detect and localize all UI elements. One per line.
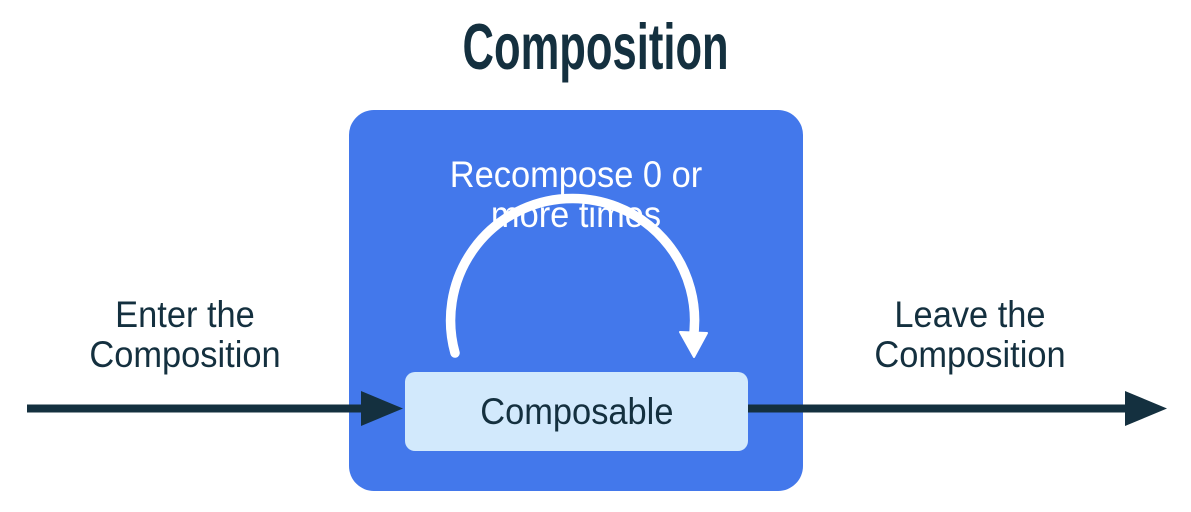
leave-arrow-head-icon (1125, 391, 1167, 426)
diagram-title-wrap: Composition (0, 10, 1191, 84)
enter-composition-label: Enter the Composition (89, 294, 281, 375)
diagram-title: Composition (462, 10, 729, 83)
composable-box: Composable (405, 372, 748, 451)
recompose-label: Recompose 0 or more times (449, 154, 703, 235)
composable-label: Composable (479, 390, 674, 432)
leave-composition-label: Leave the Composition (874, 294, 1066, 375)
